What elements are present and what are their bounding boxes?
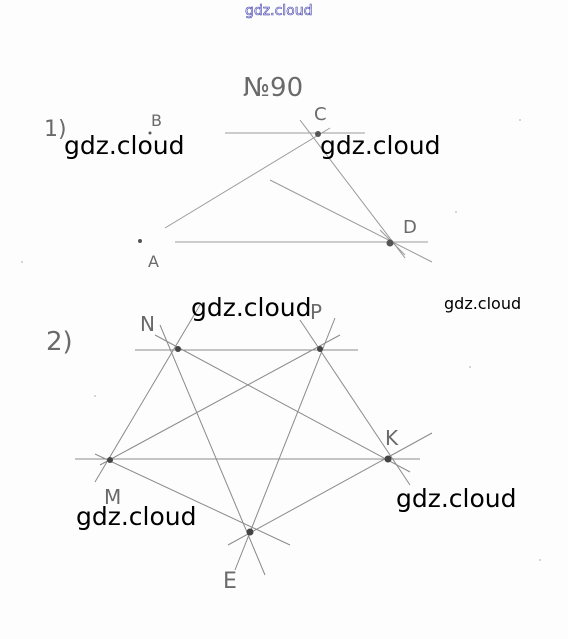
- label-e: E: [223, 569, 237, 594]
- part1-points: [138, 131, 394, 247]
- point-n: [175, 346, 181, 352]
- label-c: C: [314, 104, 327, 125]
- header-watermark: gdz.cloud: [245, 3, 313, 20]
- label-d: D: [403, 217, 417, 238]
- watermark-5: gdz.cloud: [396, 484, 517, 513]
- point-k: [384, 455, 392, 463]
- part1-label: 1): [44, 117, 67, 142]
- label-b: B: [151, 111, 162, 130]
- watermark-6: gdz.cloud: [76, 502, 197, 531]
- point-a: [138, 239, 142, 243]
- line-mn: [94, 304, 201, 483]
- part2-points: [107, 346, 392, 536]
- line-nk: [154, 334, 411, 473]
- label-k: K: [385, 426, 399, 450]
- point-c: [315, 131, 321, 137]
- line-ac-ext: [164, 127, 331, 229]
- line-me: [94, 453, 291, 546]
- point-d: [386, 239, 394, 247]
- label-n: N: [140, 312, 155, 336]
- point-b: [148, 131, 152, 135]
- line-cd: [299, 119, 406, 259]
- paper-specks: [21, 119, 541, 561]
- line-through-d: [269, 179, 433, 263]
- line-pk: [299, 319, 411, 486]
- line-ke: [227, 432, 433, 546]
- label-a: A: [148, 252, 159, 271]
- watermark-2: gdz.cloud: [320, 131, 441, 160]
- line-ne: [159, 324, 266, 576]
- watermark-1: gdz.cloud: [64, 131, 185, 160]
- part2-construction: [75, 304, 433, 576]
- task-number: №90: [243, 73, 303, 103]
- part2-label: 2): [46, 327, 73, 357]
- line-mp: [99, 334, 341, 466]
- point-e: [246, 528, 254, 536]
- watermark-3: gdz.cloud: [191, 293, 312, 322]
- point-m: [107, 457, 113, 463]
- point-p: [317, 346, 323, 352]
- part1-construction: [164, 119, 433, 263]
- label-p: P: [310, 300, 322, 324]
- line-pe: [234, 317, 336, 571]
- handwritten-labels: №90 1) B C A D 2) N P M K E: [44, 73, 417, 594]
- label-m: M: [104, 485, 121, 509]
- watermark-4: gdz.cloud: [444, 294, 522, 313]
